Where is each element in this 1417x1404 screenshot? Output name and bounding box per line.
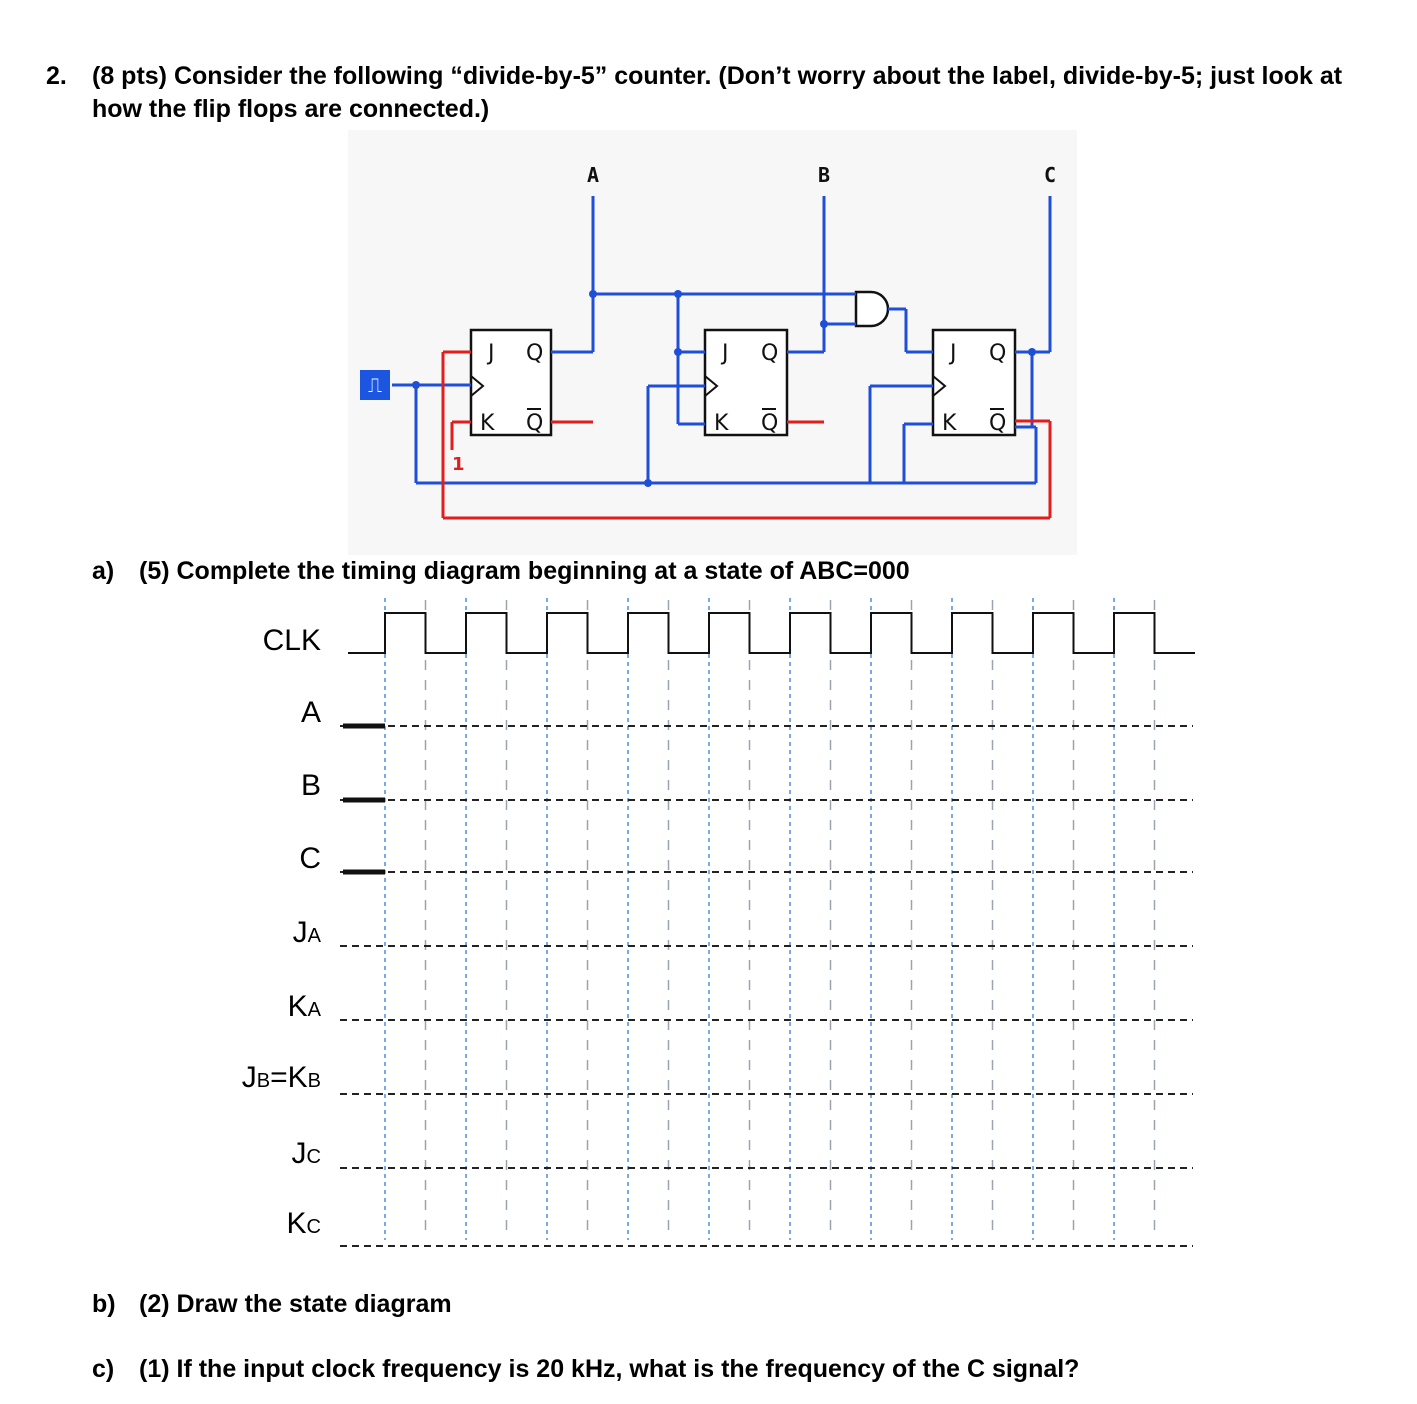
- pin-qbar-a: Q: [526, 411, 543, 436]
- part-b-text: (2) Draw the state diagram: [139, 1290, 452, 1318]
- flip-flop-c: [931, 328, 1017, 437]
- signal-label: KC: [287, 1207, 321, 1240]
- pin-q-c: Q: [989, 341, 1006, 366]
- signal-label: JC: [292, 1137, 321, 1170]
- part-c-text: (1) If the input clock frequency is 20 k…: [139, 1355, 1080, 1383]
- signal-label: CLK: [263, 624, 321, 657]
- junction-dot: [412, 381, 420, 389]
- timing-grid: [340, 598, 1193, 1247]
- pin-j-b: J: [720, 341, 729, 366]
- blue-wires: [392, 196, 1052, 485]
- circuit-panel: ⎍ A B C J Q K Q J Q K Q J Q K Q 1: [348, 130, 1077, 555]
- signal-label: A: [301, 696, 321, 729]
- pin-k-c: K: [942, 411, 957, 436]
- clock-trace: [348, 612, 1195, 654]
- clock-edge-b: [704, 375, 719, 397]
- junction-dot: [674, 348, 682, 356]
- part-a-letter: a): [92, 557, 115, 585]
- signal-label: B: [301, 769, 321, 802]
- signal-label: KA: [288, 990, 322, 1023]
- pin-j-c: J: [948, 341, 957, 366]
- junction-dot: [644, 479, 652, 487]
- clock-edge-a: [470, 375, 485, 397]
- clock-edge-c: [932, 375, 947, 397]
- and-gate: [854, 290, 890, 328]
- pin-k-b: K: [714, 411, 729, 436]
- output-label-b: B: [818, 163, 830, 187]
- pin-qbar-c: Q: [989, 411, 1006, 436]
- pin-qbar-b: Q: [761, 411, 778, 436]
- signal-label: JA: [293, 916, 322, 949]
- red-wires: [441, 350, 1052, 520]
- output-label-a: A: [587, 163, 599, 187]
- question-number: 2.: [46, 62, 67, 90]
- junction-dot: [674, 290, 682, 298]
- junction-dot: [589, 290, 597, 298]
- timing-traces: [343, 612, 1195, 875]
- part-b-letter: b): [92, 1290, 116, 1318]
- timing-labels: CLK A B C JA KA JB=KB JC KC: [242, 624, 322, 1240]
- part-a-text: (5) Complete the timing diagram beginnin…: [139, 557, 910, 585]
- junction-dot: [1028, 348, 1036, 356]
- pin-q-b: Q: [761, 341, 778, 366]
- pin-q-a: Q: [526, 341, 543, 366]
- signal-label: JB=KB: [242, 1061, 321, 1094]
- clock-source: [360, 370, 390, 400]
- junction-dot: [820, 320, 828, 328]
- pin-k-a: K: [480, 411, 495, 436]
- signal-label: C: [299, 842, 321, 875]
- pin-j-a: J: [486, 341, 495, 366]
- output-label-c: C: [1044, 163, 1056, 187]
- flip-flop-b: [703, 328, 789, 437]
- junction-dots: [412, 290, 1036, 487]
- clock-symbol-icon: ⎍: [368, 373, 382, 397]
- flip-flop-a: [469, 328, 553, 437]
- counter-circuit-diagram: ⎍ A B C J Q K Q J Q K Q J Q K Q 1: [360, 163, 1056, 520]
- question-text: (8 pts) Consider the following “divide-b…: [92, 62, 1343, 123]
- constant-one: 1: [452, 454, 465, 475]
- part-c-letter: c): [92, 1355, 115, 1383]
